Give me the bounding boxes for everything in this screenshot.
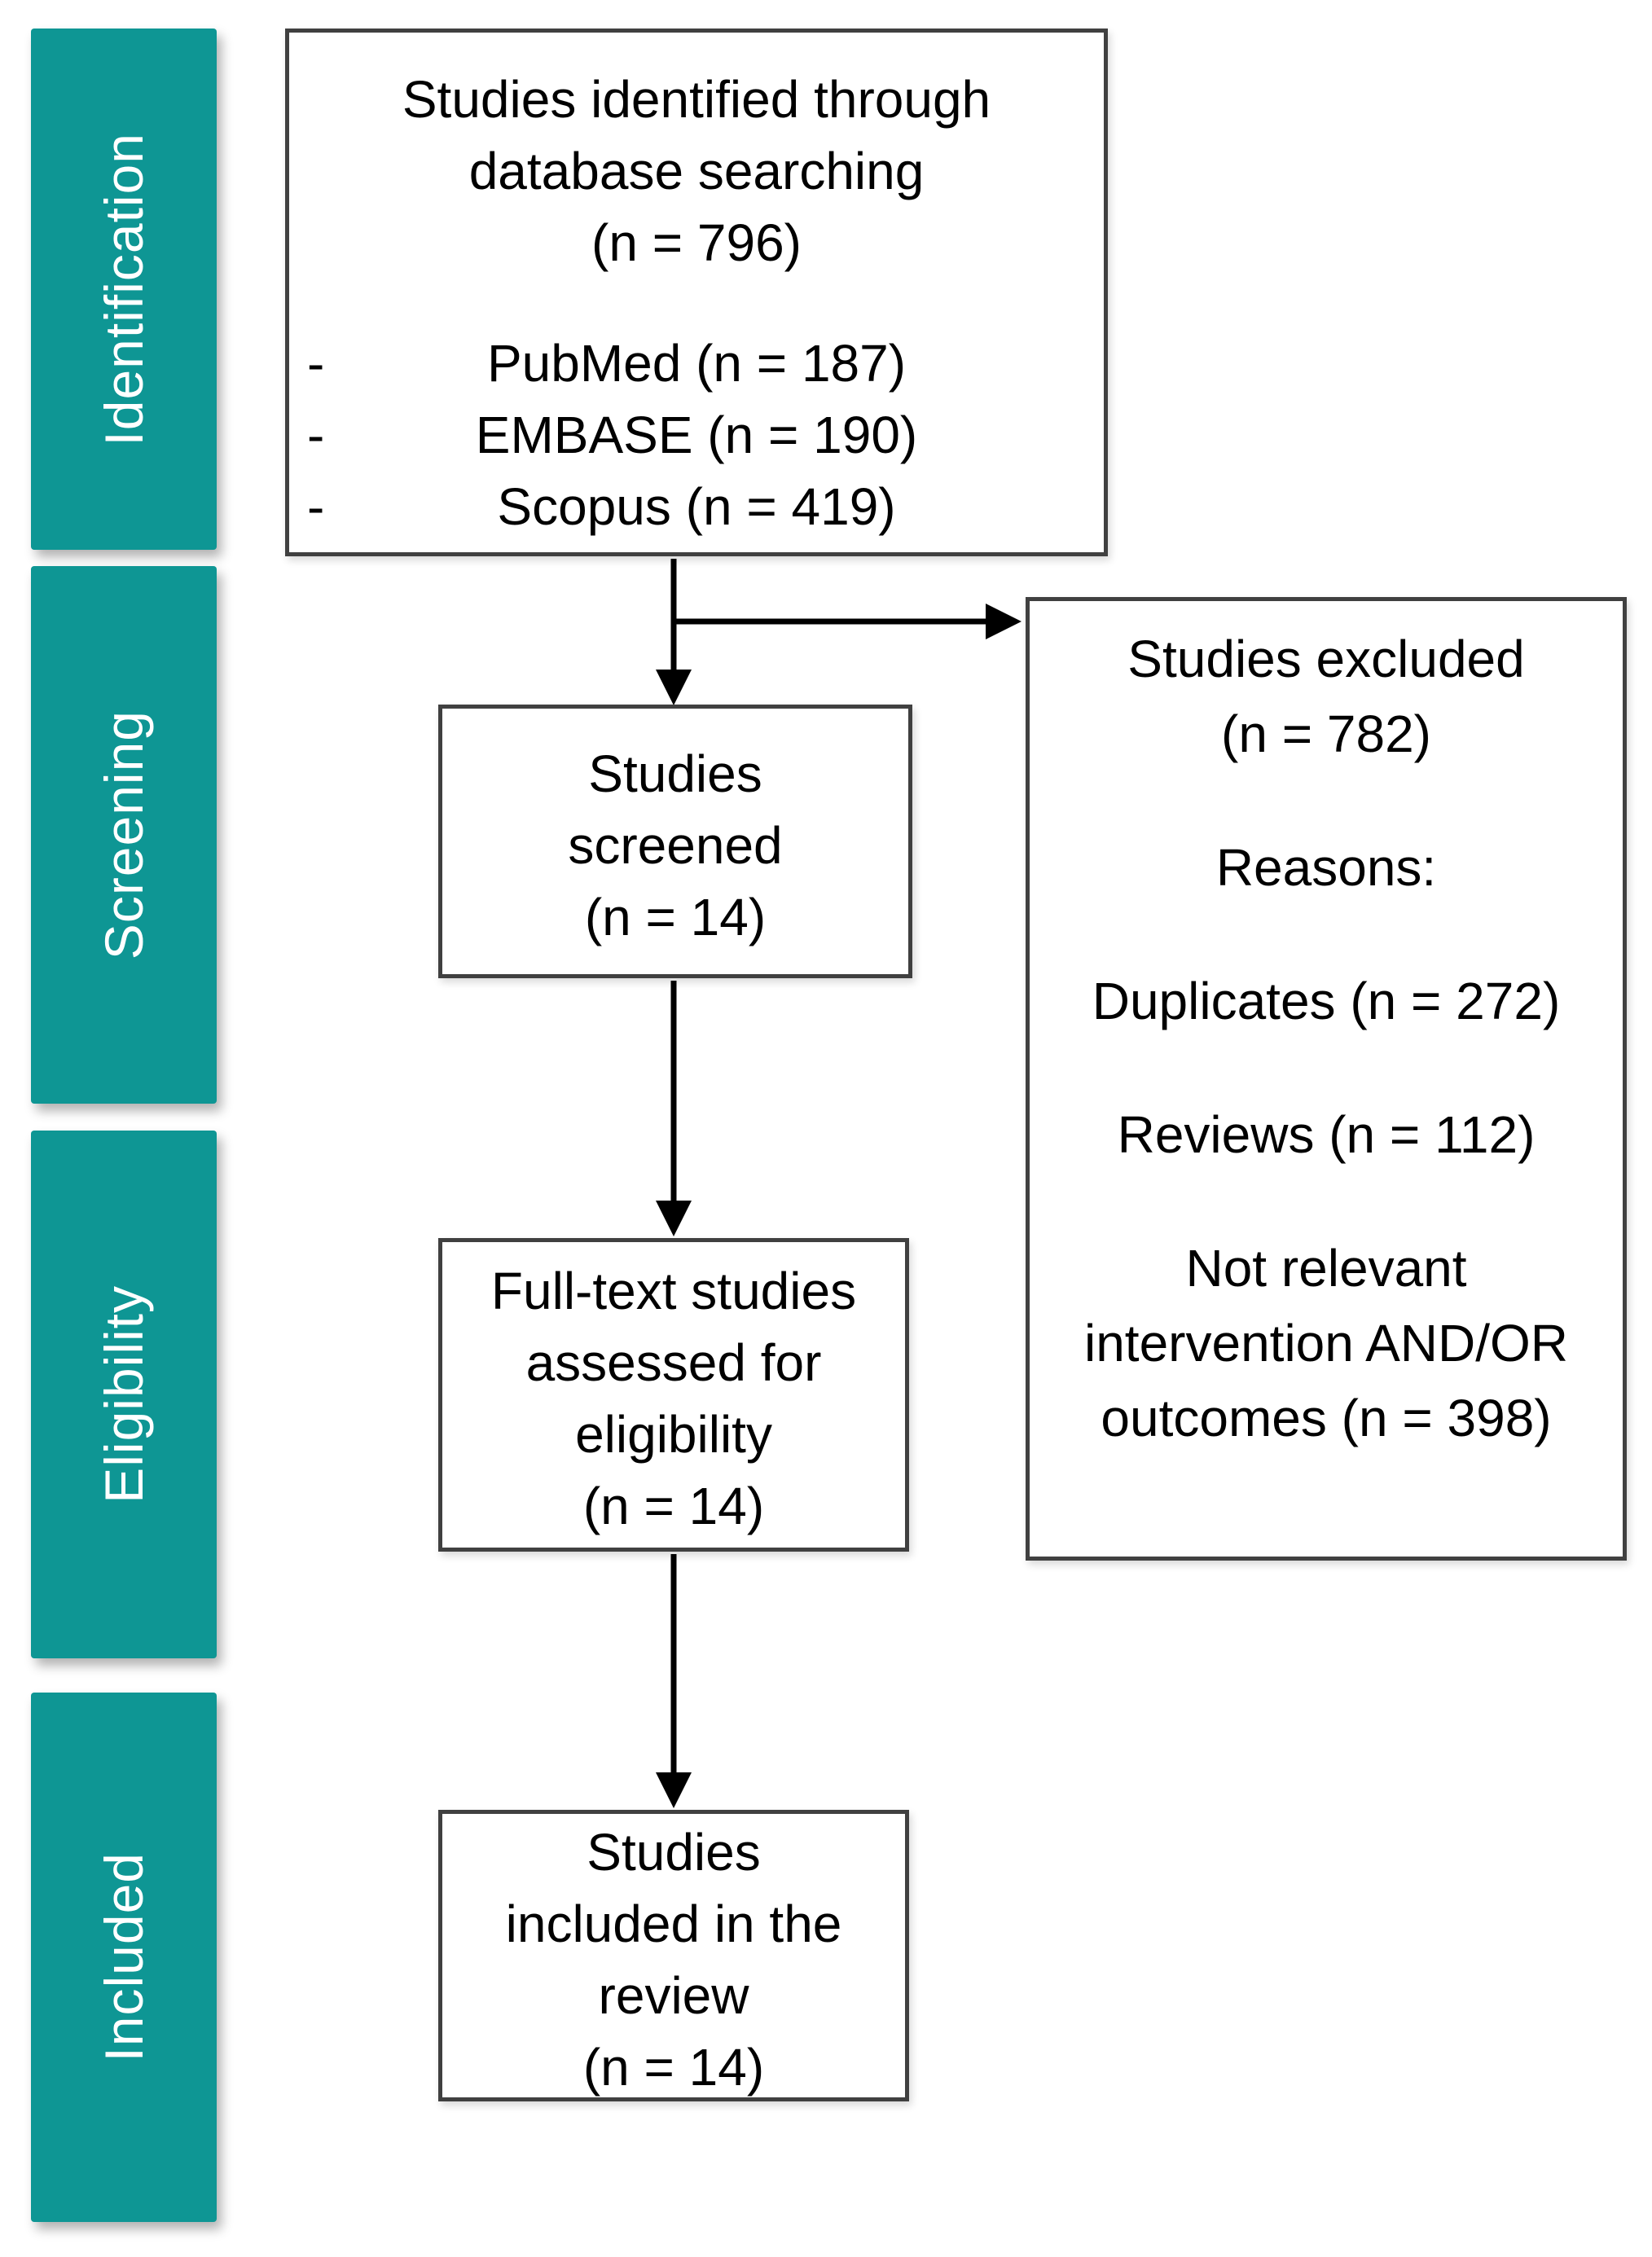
included-line: review	[598, 1966, 749, 2025]
excluded-reason-notrelevant-line: outcomes (n = 398)	[1101, 1389, 1552, 1447]
bullet-dash: -	[307, 477, 325, 536]
stage-screening: Screening	[31, 566, 217, 1104]
included-line: Studies	[587, 1823, 761, 1882]
included-box: Studies included in the review (n = 14)	[438, 1810, 909, 2101]
screened-line: screened	[568, 816, 783, 875]
database-scopus: Scopus (n = 419)	[497, 477, 896, 536]
fulltext-line: eligibility	[575, 1405, 772, 1464]
database-list: - PubMed (n = 187) - EMBASE (n = 190) - …	[289, 327, 1104, 542]
screened-line: Studies	[588, 744, 762, 803]
identified-box: Studies identified through database sear…	[285, 29, 1108, 556]
database-pubmed: PubMed (n = 187)	[486, 334, 907, 393]
arrow-down-fulltext-to-included	[656, 1554, 692, 1808]
fulltext-line: Full-text studies	[490, 1262, 857, 1320]
bullet-dash: -	[307, 334, 325, 393]
stage-included: Included	[31, 1693, 217, 2222]
excluded-line: Studies excluded	[1127, 630, 1525, 688]
fulltext-box: Full-text studies assessed for eligibili…	[438, 1238, 909, 1552]
stage-eligibility-label: Eligibility	[94, 1285, 154, 1504]
database-list-item: - EMBASE (n = 190)	[289, 399, 1104, 471]
database-list-item: - PubMed (n = 187)	[289, 327, 1104, 399]
bullet-dash: -	[307, 406, 325, 464]
arrow-down-identified-to-screened	[656, 559, 692, 705]
arrow-down-screened-to-fulltext	[656, 981, 692, 1236]
identified-line: database searching	[468, 142, 925, 200]
screened-line: (n = 14)	[584, 888, 767, 946]
screened-box: Studies screened (n = 14)	[438, 705, 912, 978]
stage-identification-label: Identification	[94, 132, 154, 446]
excluded-reason-notrelevant-line: Not relevant	[1185, 1239, 1467, 1298]
database-embase: EMBASE (n = 190)	[475, 406, 918, 464]
excluded-reasons-heading: Reasons:	[1215, 838, 1437, 897]
database-list-item: - Scopus (n = 419)	[289, 471, 1104, 542]
stage-eligibility: Eligibility	[31, 1131, 217, 1658]
stage-screening-label: Screening	[94, 709, 154, 960]
excluded-box: Studies excluded (n = 782) Reasons: Dupl…	[1026, 597, 1627, 1561]
identified-line: Studies identified through	[402, 70, 991, 129]
fulltext-line: assessed for	[525, 1333, 822, 1392]
stage-included-label: Included	[94, 1852, 154, 2062]
excluded-reason-reviews: Reviews (n = 112)	[1117, 1105, 1536, 1164]
identified-line: (n = 796)	[591, 213, 802, 272]
excluded-reason-duplicates: Duplicates (n = 272)	[1092, 972, 1561, 1030]
excluded-reason-notrelevant-line: intervention AND/OR	[1083, 1314, 1569, 1372]
excluded-line: (n = 782)	[1221, 705, 1431, 763]
fulltext-line: (n = 14)	[582, 1477, 765, 1535]
stage-identification: Identification	[31, 29, 217, 550]
arrow-right-to-excluded	[671, 604, 1022, 639]
included-line: included in the	[505, 1895, 842, 1953]
included-line: (n = 14)	[582, 2038, 765, 2097]
